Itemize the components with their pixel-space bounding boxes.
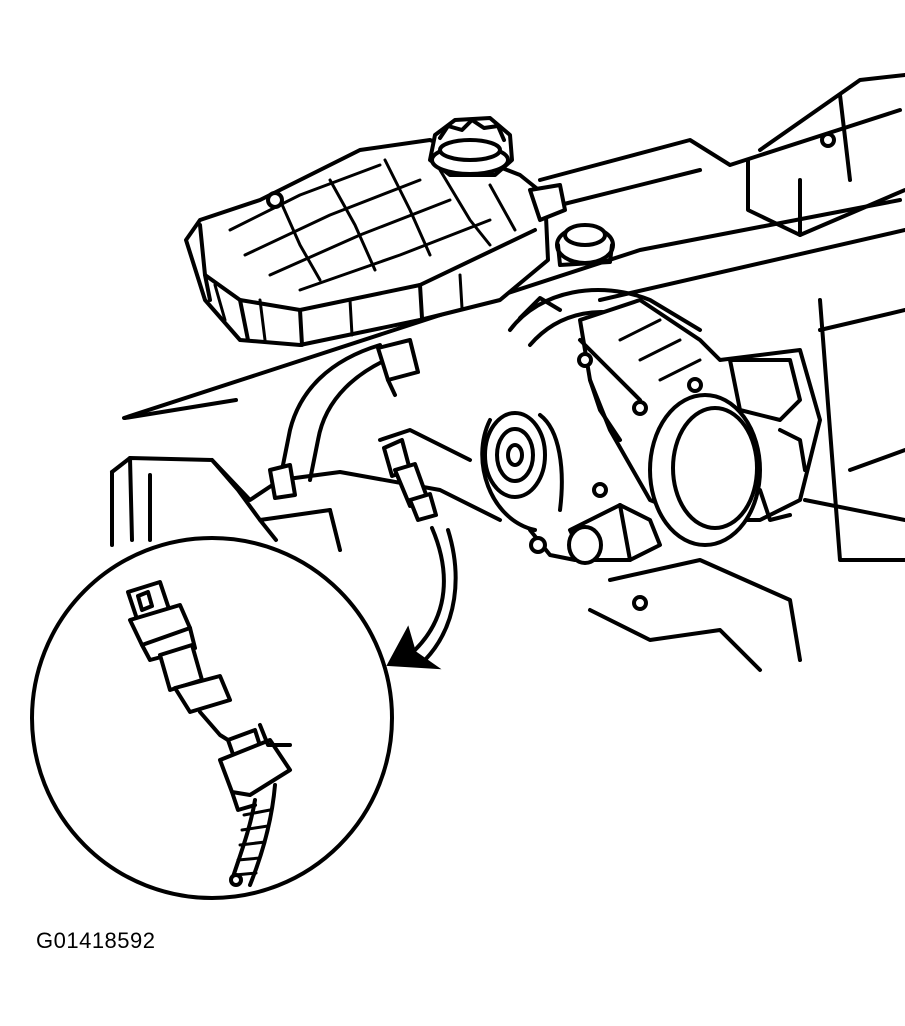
detail-circle xyxy=(30,536,394,900)
detail-arrow xyxy=(386,526,458,670)
pressure-cap xyxy=(428,116,514,177)
sensor-switch xyxy=(378,428,472,522)
engine-frame xyxy=(122,73,905,672)
throttle-body xyxy=(577,298,822,547)
coolant-hose xyxy=(268,338,420,500)
coolant-reservoir xyxy=(184,138,567,347)
belt-pulley xyxy=(480,411,577,562)
outlet-pipe xyxy=(567,503,662,565)
secondary-cap xyxy=(555,223,615,267)
mounting-bracket xyxy=(110,456,502,552)
figure-id-label: G01418592 xyxy=(36,928,156,953)
